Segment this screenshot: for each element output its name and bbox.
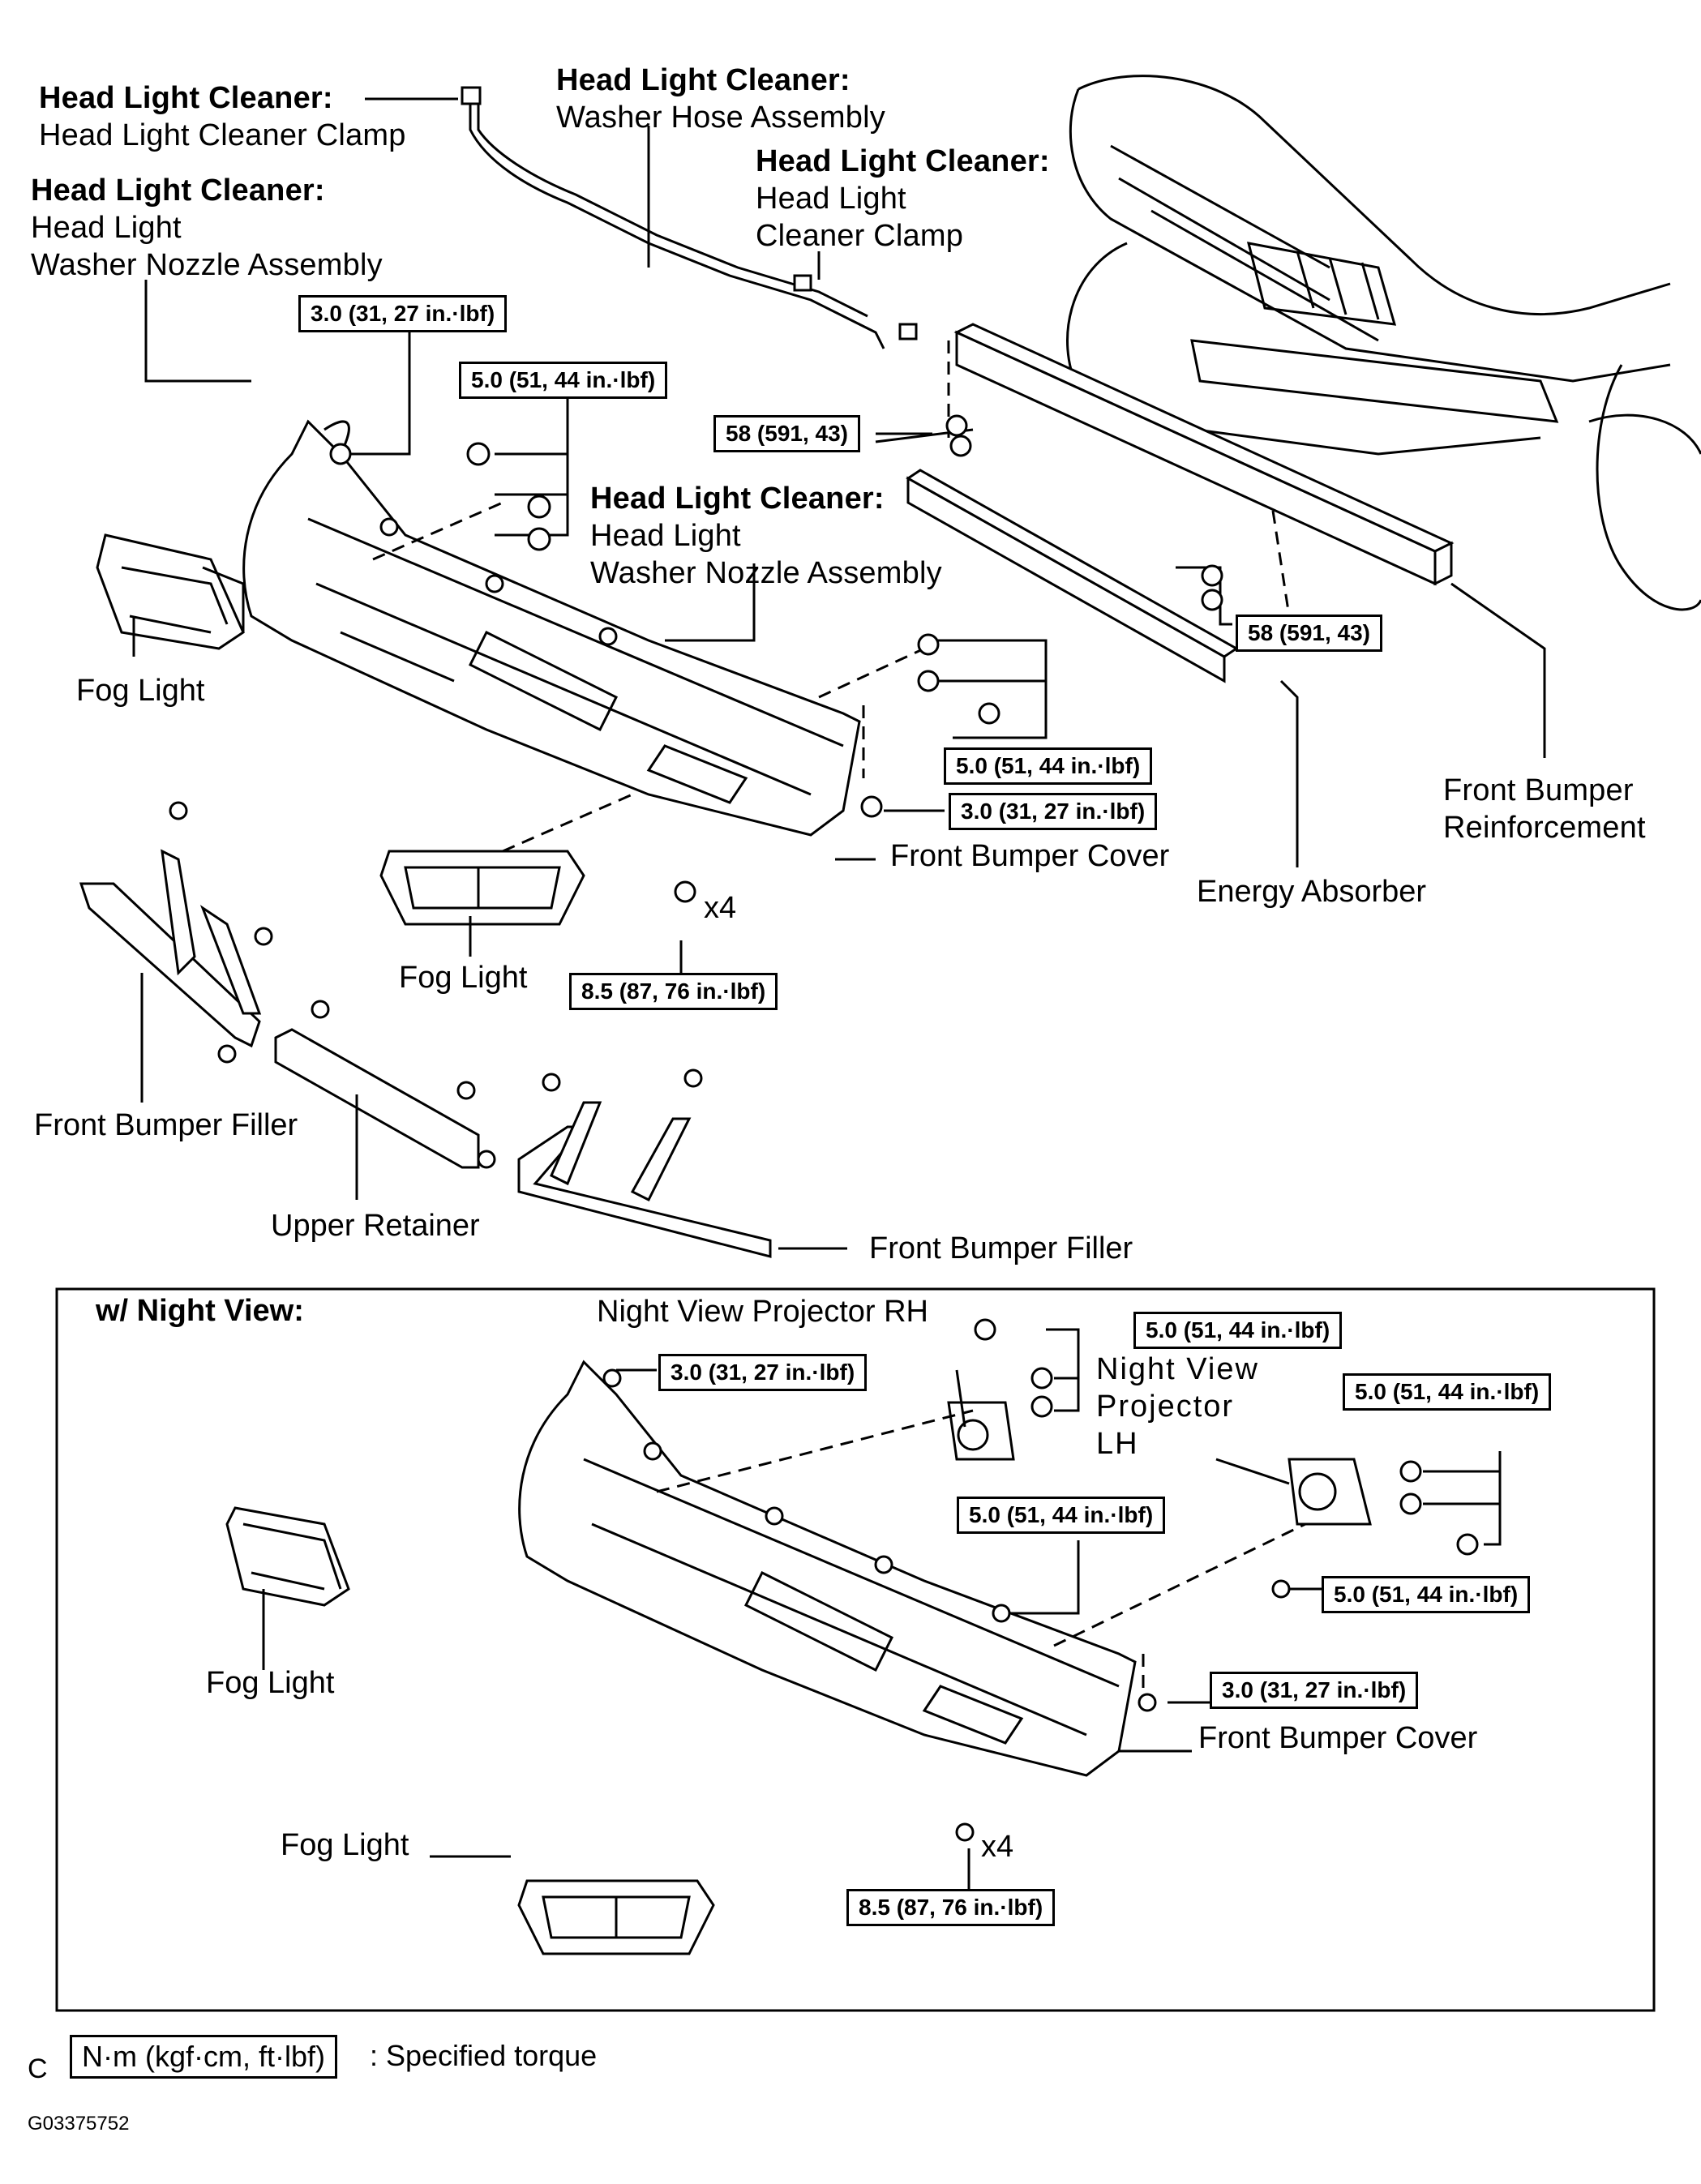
label-front-bumper-reinforcement: Front Bumper Reinforcement [1443, 772, 1646, 846]
label-clamp-left-title: Head Light Cleaner: [39, 81, 333, 115]
torque-box-8-5-a: 8.5 (87, 76 in.·lbf) [569, 973, 778, 1010]
label-x4-bottom: x4 [981, 1830, 1014, 1864]
label-hose-text: Washer Hose Assembly [556, 101, 885, 135]
front-bumper-filler-right-part [517, 1101, 772, 1258]
label-reinforcement-line2: Reinforcement [1443, 811, 1646, 845]
label-front-bumper-cover-nv: Front Bumper Cover [1198, 1721, 1478, 1755]
label-nozzle-mid: Head Light Cleaner: Head Light Washer No… [590, 480, 942, 592]
legend-unit-box: N·m (kgf·cm, ft·lbf) [70, 2035, 337, 2079]
label-fog-light-1: Fog Light [76, 674, 205, 708]
label-energy-absorber: Energy Absorber [1197, 875, 1427, 909]
night-view-projector-lh-part [1288, 1458, 1372, 1526]
label-front-bumper-cover: Front Bumper Cover [890, 839, 1170, 873]
label-hose: Head Light Cleaner: Washer Hose Assembly [556, 62, 885, 136]
vehicle-front-body-drawing [1066, 75, 1701, 611]
fasteners [169, 414, 1479, 1842]
torque-box-nv-mid: 5.0 (51, 44 in.·lbf) [957, 1497, 1166, 1534]
label-clamp-left: Head Light Cleaner: Head Light Cleaner C… [39, 79, 406, 154]
torque-box-58-a: 58 (591, 43) [713, 415, 860, 452]
label-clamp-right-line2: Cleaner Clamp [756, 219, 964, 253]
fog-light-part-4 [517, 1879, 715, 1955]
label-clamp-right-line1: Head Light [756, 182, 906, 216]
front-bumper-cover-part [242, 419, 861, 837]
label-fog-light-2: Fog Light [399, 961, 528, 995]
fog-light-part-3 [225, 1506, 350, 1607]
label-nv-lh-line3: LH [1096, 1427, 1139, 1461]
label-nozzle-left-title: Head Light Cleaner: [31, 173, 325, 208]
label-nv-projector-rh: Night View Projector RH [597, 1295, 929, 1329]
label-clamp-right-title: Head Light Cleaner: [756, 144, 1050, 178]
night-view-front-bumper-cover-part [518, 1360, 1137, 1777]
upper-retainer-part [274, 1028, 480, 1169]
night-view-section-frame [55, 1287, 1656, 2012]
label-clamp-left-text: Head Light Cleaner Clamp [39, 118, 406, 152]
label-hose-title: Head Light Cleaner: [556, 63, 850, 97]
torque-box-5-0-a: 5.0 (51, 44 in.·lbf) [459, 362, 668, 399]
label-nozzle-left-line1: Head Light [31, 211, 182, 245]
torque-box-3-0-b: 3.0 (31, 27 in.·lbf) [949, 793, 1158, 830]
fog-light-part-1 [96, 533, 245, 650]
front-bumper-reinforcement-part [953, 323, 1455, 586]
figure-id: G03375752 [28, 2113, 130, 2135]
label-reinforcement-line1: Front Bumper [1443, 773, 1634, 807]
night-view-header: w/ Night View: [96, 1294, 304, 1328]
leader-lines [132, 97, 1546, 1897]
torque-box-nv-8-5: 8.5 (87, 76 in.·lbf) [846, 1889, 1056, 1926]
label-nozzle-mid-line2: Washer Nozzle Assembly [590, 556, 942, 590]
torque-box-nv-3-0: 3.0 (31, 27 in.·lbf) [658, 1354, 868, 1391]
torque-box-3-0-a: 3.0 (31, 27 in.·lbf) [298, 295, 508, 332]
label-upper-retainer: Upper Retainer [271, 1209, 480, 1243]
torque-box-5-0-b: 5.0 (51, 44 in.·lbf) [944, 747, 1153, 785]
fog-light-part-2 [379, 850, 585, 926]
label-nv-lh-line2: Projector [1096, 1390, 1235, 1424]
label-nozzle-mid-line1: Head Light [590, 519, 741, 553]
energy-absorber-part [906, 469, 1239, 683]
legend-letter: C [28, 2053, 48, 2084]
label-front-bumper-filler-left: Front Bumper Filler [34, 1108, 298, 1142]
torque-box-nv-right: 5.0 (51, 44 in.·lbf) [1322, 1576, 1531, 1613]
torque-box-nv-rh: 5.0 (51, 44 in.·lbf) [1133, 1312, 1343, 1349]
label-nozzle-left: Head Light Cleaner: Head Light Washer No… [31, 172, 383, 284]
label-nozzle-mid-title: Head Light Cleaner: [590, 482, 885, 516]
front-bumper-filler-left-part [79, 849, 262, 1048]
washer-hose-assembly-part [461, 86, 918, 349]
legend-text: : Specified torque [370, 2039, 598, 2072]
torque-box-58-b: 58 (591, 43) [1236, 615, 1382, 652]
label-nozzle-left-line2: Washer Nozzle Assembly [31, 248, 383, 282]
label-fog-light-4: Fog Light [281, 1828, 409, 1862]
label-clamp-right: Head Light Cleaner: Head Light Cleaner C… [756, 143, 1050, 255]
torque-box-nv-lh: 5.0 (51, 44 in.·lbf) [1343, 1373, 1552, 1411]
label-nv-projector-lh: Night View Projector LH [1096, 1351, 1259, 1462]
label-fog-light-3: Fog Light [206, 1666, 335, 1700]
torque-box-nv-3-0-b: 3.0 (31, 27 in.·lbf) [1210, 1672, 1419, 1709]
night-view-projector-rh-part [947, 1401, 1015, 1461]
label-front-bumper-filler-right: Front Bumper Filler [869, 1231, 1133, 1265]
label-nv-lh-line1: Night View [1096, 1352, 1259, 1386]
label-x4-top: x4 [704, 891, 737, 925]
